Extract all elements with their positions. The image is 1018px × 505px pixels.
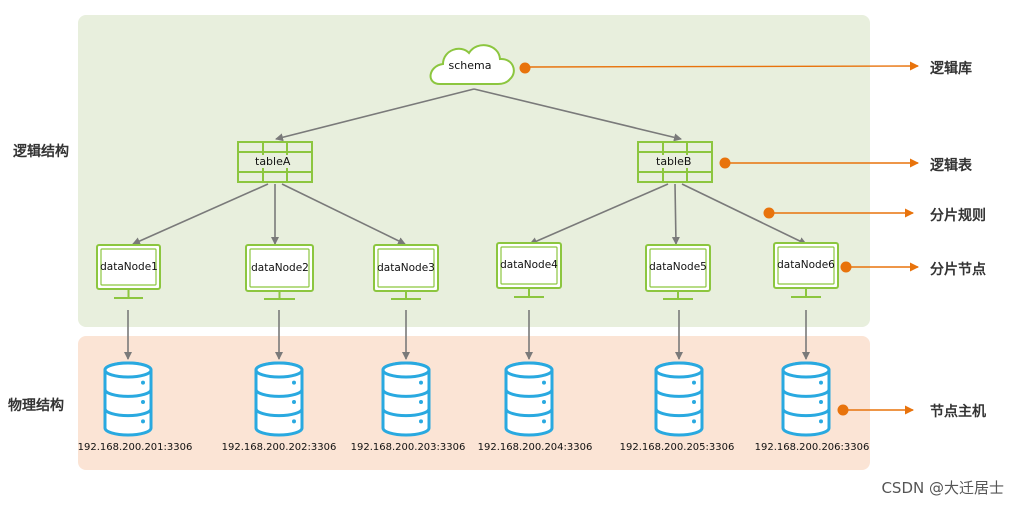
monitor-icon-1	[96, 244, 161, 299]
host-address-2: 192.168.200.202:3306	[221, 442, 337, 453]
monitor-icon-5	[645, 244, 711, 300]
legend-logical-db: 逻辑库	[930, 61, 972, 77]
schema-cloud-icon	[429, 44, 515, 85]
host-address-6: 192.168.200.206:3306	[754, 442, 870, 453]
data-node-label-4: dataNode4	[500, 259, 558, 271]
legend-shard-rule: 分片规则	[930, 208, 986, 224]
legend-logical-table: 逻辑表	[930, 158, 972, 174]
data-node-label-6: dataNode6	[777, 259, 835, 271]
database-icon-2	[254, 361, 304, 437]
database-icon-4	[504, 361, 554, 437]
logical-structure-label: 逻辑结构	[13, 144, 69, 160]
host-address-5: 192.168.200.205:3306	[619, 442, 735, 453]
data-node-label-1: dataNode1	[100, 261, 158, 273]
host-address-3: 192.168.200.203:3306	[350, 442, 466, 453]
database-icon-6	[781, 361, 831, 437]
data-node-monitors	[96, 242, 839, 300]
table-label-b: tableB	[654, 155, 694, 168]
database-icon-5	[654, 361, 704, 437]
watermark: CSDN @大迁居士	[881, 479, 1004, 497]
nodes-to-hosts-arrows	[124, 310, 810, 360]
monitor-icon-6	[773, 242, 839, 298]
host-address-1: 192.168.200.201:3306	[77, 442, 193, 453]
schema-to-tables-arrows	[275, 88, 682, 142]
physical-structure-label: 物理结构	[8, 398, 64, 414]
tables-to-nodes-arrows	[132, 183, 807, 245]
legend-connectors	[519, 61, 919, 416]
database-icons	[103, 361, 831, 437]
data-node-label-5: dataNode5	[649, 261, 707, 273]
monitor-icon-4	[496, 242, 562, 298]
data-node-label-3: dataNode3	[377, 262, 435, 274]
monitor-icon-2	[245, 244, 314, 300]
legend-node-host: 节点主机	[930, 404, 986, 420]
host-address-4: 192.168.200.204:3306	[477, 442, 593, 453]
monitor-icon-3	[373, 244, 439, 300]
table-label-a: tableA	[253, 155, 293, 168]
database-icon-1	[103, 361, 153, 437]
legend-shard-node: 分片节点	[930, 262, 986, 278]
schema-label: schema	[448, 59, 492, 72]
data-node-label-2: dataNode2	[251, 262, 309, 274]
physical-structure-panel	[78, 336, 870, 470]
database-icon-3	[381, 361, 431, 437]
